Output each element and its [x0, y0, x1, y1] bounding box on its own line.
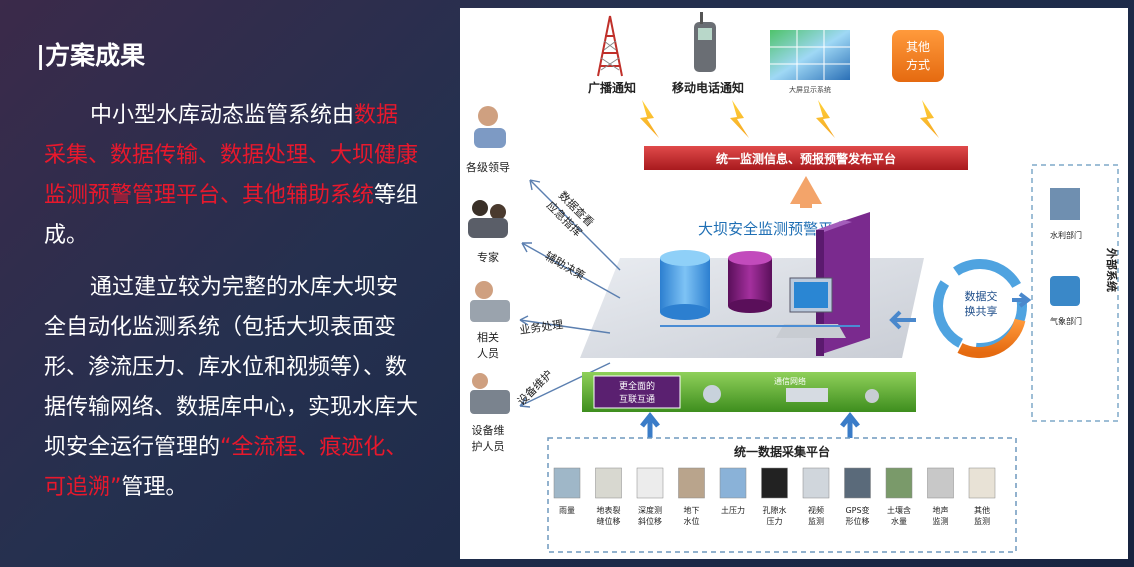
- external-water-label: 水利部门: [1050, 230, 1082, 240]
- external-systems-box: 水利部门 气象部门 外部系统: [1031, 164, 1119, 422]
- sensor-label-0: 雨量: [559, 506, 575, 515]
- exchange-left-arrow: [889, 310, 916, 330]
- role-related: 相关 人员: [470, 281, 510, 360]
- up-arrow-left: [640, 411, 660, 438]
- sensor-label-9: 地声监测: [933, 505, 949, 526]
- exchange-right-arrow: [1012, 292, 1032, 308]
- sensor-label-3: 地下水位: [684, 505, 700, 526]
- paragraph-1: 中小型水库动态监管系统由数据采集、数据传输、数据处理、大坝健康监测预警管理平台、…: [44, 96, 419, 256]
- p2-text-a: 通过建立较为完整的水库大坝安全自动化监测系统（包括大坝表面变形、渗流压力、库水位…: [44, 275, 419, 460]
- exchange-line2: 换共享: [965, 304, 998, 318]
- paragraph-2: 通过建立较为完整的水库大坝安全自动化监测系统（包括大坝表面变形、渗流压力、库水位…: [44, 268, 419, 508]
- sensor-label-8: 土壤含水量: [887, 505, 911, 526]
- role-expert-label: 专家: [477, 250, 499, 264]
- action-decision: 辅助决策: [543, 248, 588, 282]
- role-maint-line2: 护人员: [472, 439, 505, 453]
- sensor-label-6: 视频监测: [808, 505, 824, 526]
- lightning-bolt-icons: [640, 100, 939, 138]
- text-panel: |方案成果 中小型水库动态监管系统由数据采集、数据传输、数据处理、大坝健康监测预…: [0, 0, 450, 567]
- collect-title: 统一数据采集平台: [734, 444, 830, 459]
- sensor-icon-4: [719, 467, 747, 499]
- monitoring-platform: 大坝安全监测预警平台: [580, 212, 924, 358]
- database-purple-icon: [728, 251, 772, 313]
- weather-dept-icon: [1050, 276, 1080, 306]
- action-maintenance: 设备维护: [514, 367, 555, 408]
- sensor-icon-8: [885, 467, 913, 499]
- sensor-icon-2: [636, 467, 664, 499]
- platform-title: 大坝安全监测预警平台: [698, 220, 848, 238]
- sensor-icon-0: [553, 467, 581, 499]
- external-weather-label: 气象部门: [1050, 316, 1082, 326]
- p1-text-a: 中小型水库动态监管系统由: [90, 103, 355, 128]
- up-arrow-right: [840, 411, 860, 438]
- mobile-phone-icon: [694, 12, 716, 72]
- network-label: 通信网络: [774, 376, 806, 386]
- p2-text-c: 管理。: [121, 475, 188, 500]
- sensor-icon-1: [595, 467, 622, 499]
- role-leader: 各级领导: [466, 106, 510, 174]
- other-methods-line1: 其他: [906, 40, 930, 54]
- sensor-icon-6: [802, 467, 830, 499]
- big-screen-icon: [770, 30, 850, 80]
- release-platform-bar: 统一监测信息、预报预警发布平台: [644, 146, 968, 170]
- role-related-line2: 人员: [477, 347, 499, 360]
- sensor-icon-10: [968, 467, 996, 499]
- network-bar: 更全面的 互联互通 通信网络: [582, 372, 916, 412]
- sensor-icon-5: [761, 467, 788, 499]
- role-expert: 专家: [468, 200, 508, 264]
- sensor-label-4: 土压力: [721, 505, 745, 515]
- role-maintenance: 设备维 护人员: [470, 373, 510, 453]
- role-related-line1: 相关: [477, 330, 499, 344]
- notify-mobile-label: 移动电话通知: [672, 80, 744, 95]
- antenna-icon: [865, 389, 879, 403]
- architecture-diagram: 其他 方式 广播通知 移动电话通知 大屏显示系统 统一监测信息、预报预警发布平台…: [460, 8, 1128, 559]
- other-methods-box: 其他 方式: [892, 30, 944, 82]
- other-methods-line2: 方式: [906, 57, 930, 72]
- sensor-icon-7: [844, 467, 871, 499]
- sensor-icon-9: [927, 467, 954, 499]
- sensor-label-2: 深度测斜位移: [638, 505, 662, 526]
- sensor-label-7: GPS变形位移: [845, 505, 869, 526]
- database-blue-icon: [660, 250, 710, 320]
- notify-screen-label: 大屏显示系统: [789, 85, 831, 94]
- network-left-line1: 更全面的: [619, 380, 655, 392]
- water-dept-icon: [1050, 188, 1080, 220]
- data-exchange-cycle: 数据交 换共享: [933, 259, 1027, 359]
- sensor-label-1: 地表裂缝位移: [597, 505, 621, 526]
- sensor-label-5: 孔隙水压力: [763, 505, 787, 526]
- p2-highlight: “全流程、痕迹化、可追溯”: [44, 435, 408, 500]
- notify-broadcast-label: 广播通知: [588, 80, 636, 95]
- p1-text-c: 等组成。: [44, 183, 419, 248]
- slide-title: |方案成果: [36, 41, 146, 70]
- external-title: 外部系统: [1105, 247, 1119, 292]
- release-platform-label: 统一监测信息、预报预警发布平台: [716, 151, 896, 166]
- p1-highlight: 数据采集、数据传输、数据处理、大坝健康监测预警管理平台、其他辅助系统: [44, 103, 419, 208]
- diagram-svg: 其他 方式 广播通知 移动电话通知 大屏显示系统 统一监测信息、预报预警发布平台…: [466, 12, 1119, 553]
- up-arrow-icon: [790, 176, 822, 208]
- sensor-label-10: 其他监测: [974, 505, 990, 526]
- workstation-icon: [776, 277, 846, 338]
- network-left-line2: 互联互通: [619, 394, 655, 405]
- broadcast-tower-icon: [597, 15, 623, 77]
- exchange-line1: 数据交: [965, 289, 998, 303]
- network-device-icon: [786, 388, 828, 402]
- action-arrows: [519, 179, 621, 408]
- sensor-icon-3: [678, 467, 705, 499]
- role-maint-line1: 设备维: [472, 423, 505, 437]
- role-leader-label: 各级领导: [466, 160, 510, 174]
- action-business: 业务处理: [519, 318, 564, 337]
- globe-icon: [703, 385, 721, 403]
